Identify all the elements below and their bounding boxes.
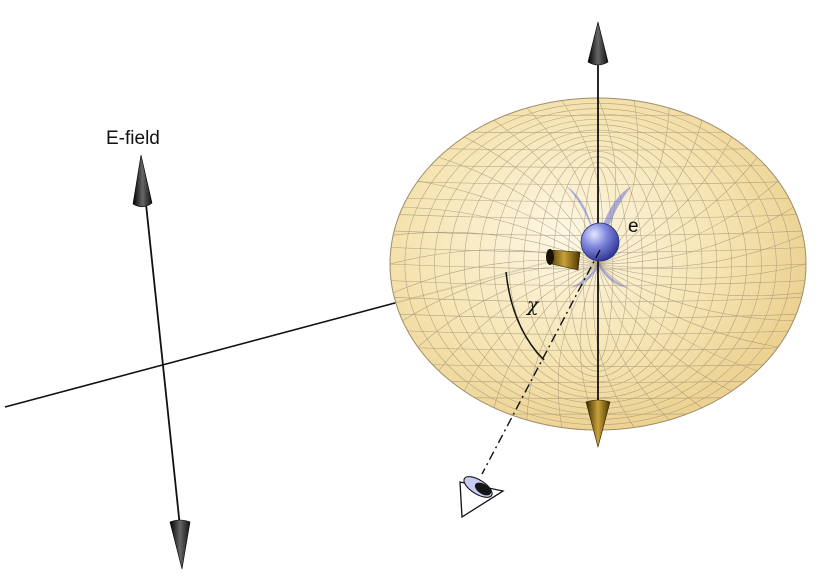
dipole-axis-top-arrowhead — [587, 21, 609, 66]
observer-sightline — [481, 249, 601, 475]
efield-bottom-arrowhead — [169, 519, 191, 570]
torus-mesh-meridian — [438, 263, 599, 371]
torus-mesh-meridian — [597, 157, 758, 265]
torus-mesh-meridian — [597, 263, 670, 421]
torus-mesh-meridian — [597, 263, 779, 348]
torus-mesh-meridian — [597, 263, 806, 279]
angle-chi-arc — [505, 271, 545, 361]
dipole-axis-bottom-arrowhead — [585, 399, 611, 449]
angle-chi-label: χ — [527, 294, 539, 316]
torus-mesh-meridian — [597, 263, 703, 408]
electron-label: e — [628, 216, 639, 237]
torus-mesh-meridian — [597, 263, 794, 322]
torus-inner-throat-bottom — [570, 260, 628, 288]
torus-mesh-meridian — [493, 263, 599, 408]
torus-mesh-meridian — [597, 206, 794, 265]
torus-inner-throat-top — [566, 186, 632, 258]
efield-label: E-field — [106, 128, 160, 149]
torus-mesh-meridian — [557, 263, 599, 428]
torus-mesh-meridian — [597, 263, 803, 297]
electron-sphere — [580, 222, 620, 262]
torus-mesh-meridian — [597, 234, 803, 268]
torus-mesh-meridian — [597, 263, 732, 392]
torus-mesh-meridian — [417, 180, 599, 265]
efield-axis — [143, 184, 181, 528]
eye-icon — [459, 476, 505, 519]
torus-mesh-meridian — [597, 136, 732, 265]
torus-mesh-meridian — [464, 263, 599, 392]
line-of-sight-arrowhead — [546, 249, 581, 271]
efield-top-arrowhead — [132, 154, 153, 208]
torus-mesh-meridian — [597, 180, 779, 265]
